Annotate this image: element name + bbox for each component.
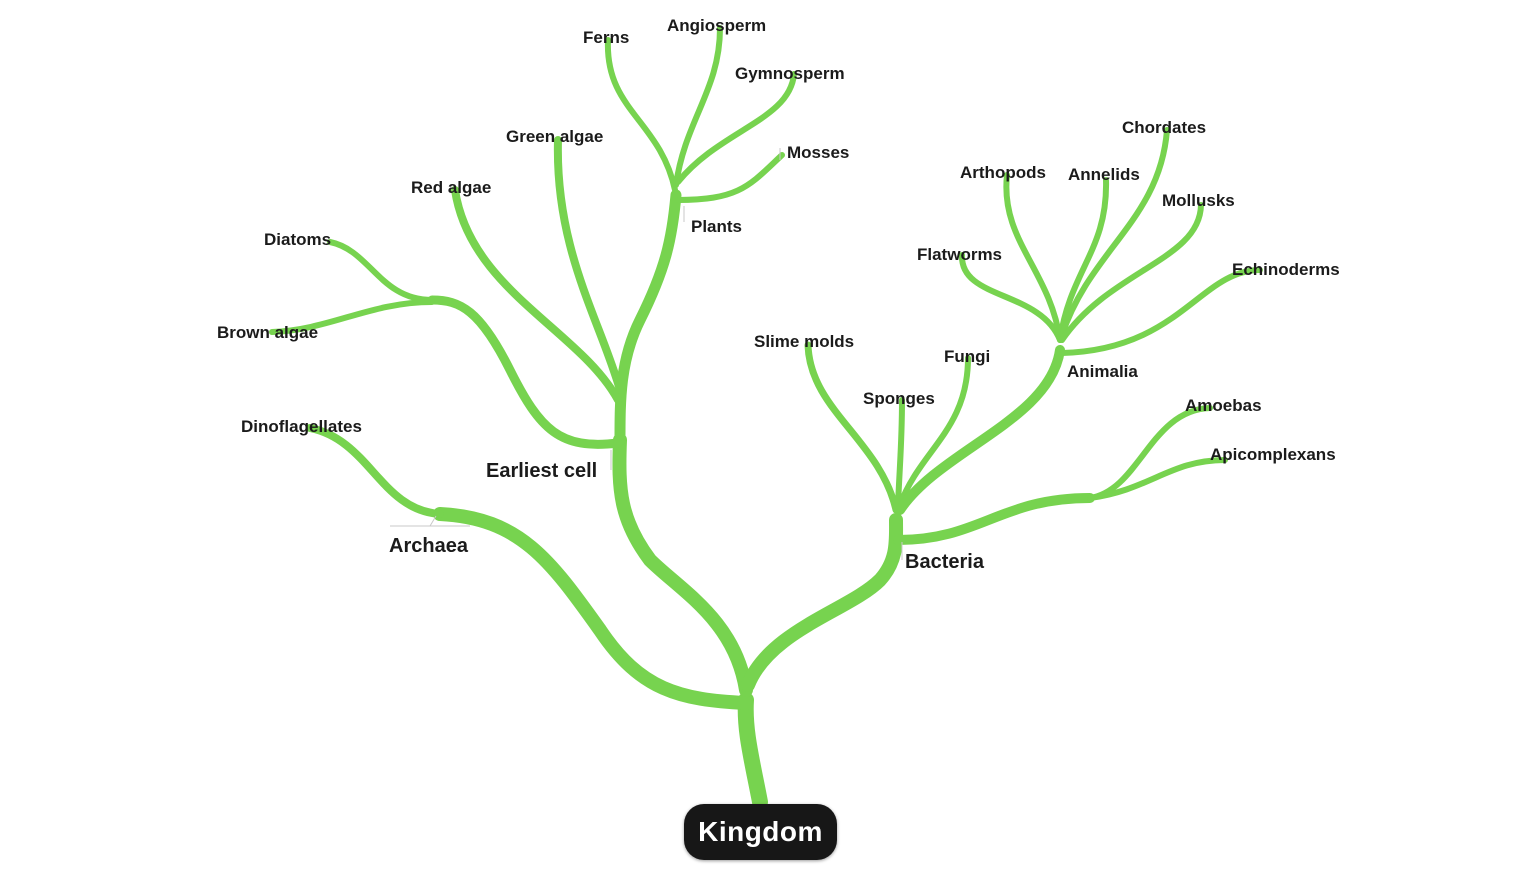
branch-sponges <box>895 397 905 508</box>
branch-chordates <box>1059 127 1170 338</box>
label-slime-molds[interactable]: Slime molds <box>754 332 855 351</box>
branch-mollusks <box>1059 202 1204 343</box>
branch-protists <box>893 493 1095 545</box>
label-bacteria[interactable]: Bacteria <box>905 551 984 573</box>
branch-bacteria <box>741 513 904 692</box>
branch-annelids <box>1057 177 1110 343</box>
branch-archaea <box>433 507 753 710</box>
label-earliest-cell[interactable]: Earliest cell <box>486 460 598 482</box>
label-archaea[interactable]: Archaea <box>389 535 468 557</box>
branch-diatoms <box>327 239 435 303</box>
branch-flatworms <box>958 252 1063 343</box>
branch-diatoms-group <box>427 295 623 449</box>
label-gymnosperm[interactable]: Gymnosperm <box>735 64 845 83</box>
label-sponges[interactable]: Sponges <box>863 389 935 408</box>
label-flatworms[interactable]: Flatworms <box>917 245 1003 264</box>
label-amoebas[interactable]: Amoebas <box>1185 396 1262 415</box>
label-animalia[interactable]: Animalia <box>1067 362 1138 381</box>
label-annelids[interactable]: Annelids <box>1068 165 1140 184</box>
branch-dinoflagellates <box>306 424 444 518</box>
branch-slime-molds <box>804 341 900 514</box>
trunk <box>737 692 768 810</box>
branch-apicomplexans <box>1087 457 1228 501</box>
label-green-algae[interactable]: Green algae <box>506 127 604 146</box>
branch-fungi <box>897 355 971 508</box>
label-ferns[interactable]: Ferns <box>583 28 630 47</box>
label-mollusks[interactable]: Mollusks <box>1162 191 1235 210</box>
label-plants[interactable]: Plants <box>691 217 743 236</box>
label-arthopods[interactable]: Arthopods <box>960 163 1046 182</box>
label-apicomplexans[interactable]: Apicomplexans <box>1210 445 1336 464</box>
branch-arthopods <box>1003 172 1063 343</box>
root-node-kingdom[interactable]: Kingdom <box>684 804 837 860</box>
label-echinoderms[interactable]: Echinoderms <box>1232 260 1340 279</box>
branch-angiosperm <box>673 25 723 188</box>
root-label: Kingdom <box>698 816 823 847</box>
label-chordates[interactable]: Chordates <box>1122 118 1207 137</box>
branch-gymnosperm <box>675 71 797 185</box>
label-dinoflagellates[interactable]: Dinoflagellates <box>241 417 362 436</box>
branch-amoebas <box>1087 405 1213 501</box>
branch-mosses <box>675 152 785 203</box>
branch-ferns <box>604 37 678 193</box>
label-brown-algae[interactable]: Brown algae <box>217 323 319 342</box>
connector-archaea <box>390 515 470 527</box>
label-fungi[interactable]: Fungi <box>944 347 991 366</box>
label-red-algae[interactable]: Red algae <box>411 178 492 197</box>
branch-animalia <box>895 345 1065 515</box>
branch-earliest-cell <box>612 433 753 697</box>
label-angiosperm[interactable]: Angiosperm <box>667 16 767 35</box>
branch-green-algae <box>553 136 624 394</box>
branch-echinoderms <box>1059 267 1263 356</box>
branch-brown-algae <box>269 299 435 335</box>
label-diatoms[interactable]: Diatoms <box>264 230 332 249</box>
branch-red-algae <box>451 186 622 404</box>
label-mosses[interactable]: Mosses <box>787 143 850 162</box>
branch-earliest-cell-upper <box>614 189 682 446</box>
